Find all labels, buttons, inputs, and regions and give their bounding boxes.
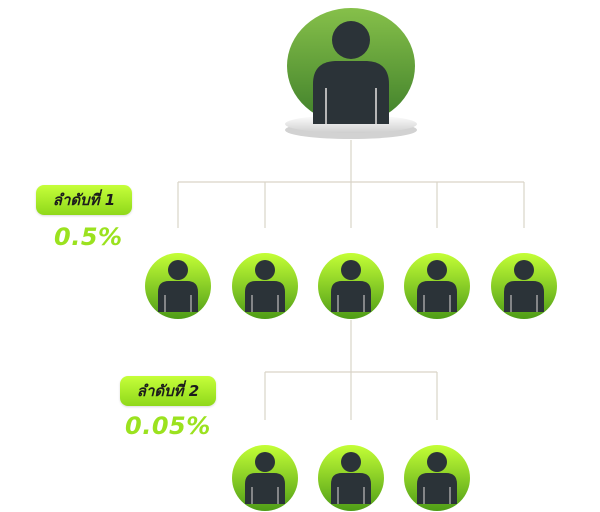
person-icon [232, 445, 298, 511]
level-2-rate: 0.05% [125, 412, 211, 440]
person-icon [232, 253, 298, 319]
level-1-label: ลำดับที่ 1 [36, 185, 132, 215]
level-1-rate: 0.5% [54, 223, 123, 251]
person-icon [285, 8, 417, 139]
member-node [317, 444, 385, 512]
root-node [283, 8, 419, 140]
member-node [231, 252, 299, 320]
level-2-label: ลำดับที่ 2 [120, 376, 216, 406]
member-node [317, 252, 385, 320]
person-icon [404, 253, 470, 319]
person-icon [404, 445, 470, 511]
person-icon [318, 253, 384, 319]
member-node [490, 252, 558, 320]
member-node [231, 444, 299, 512]
person-icon [145, 253, 211, 319]
member-node [144, 252, 212, 320]
member-node [403, 444, 471, 512]
person-icon [491, 253, 557, 319]
member-node [403, 252, 471, 320]
person-icon [318, 445, 384, 511]
